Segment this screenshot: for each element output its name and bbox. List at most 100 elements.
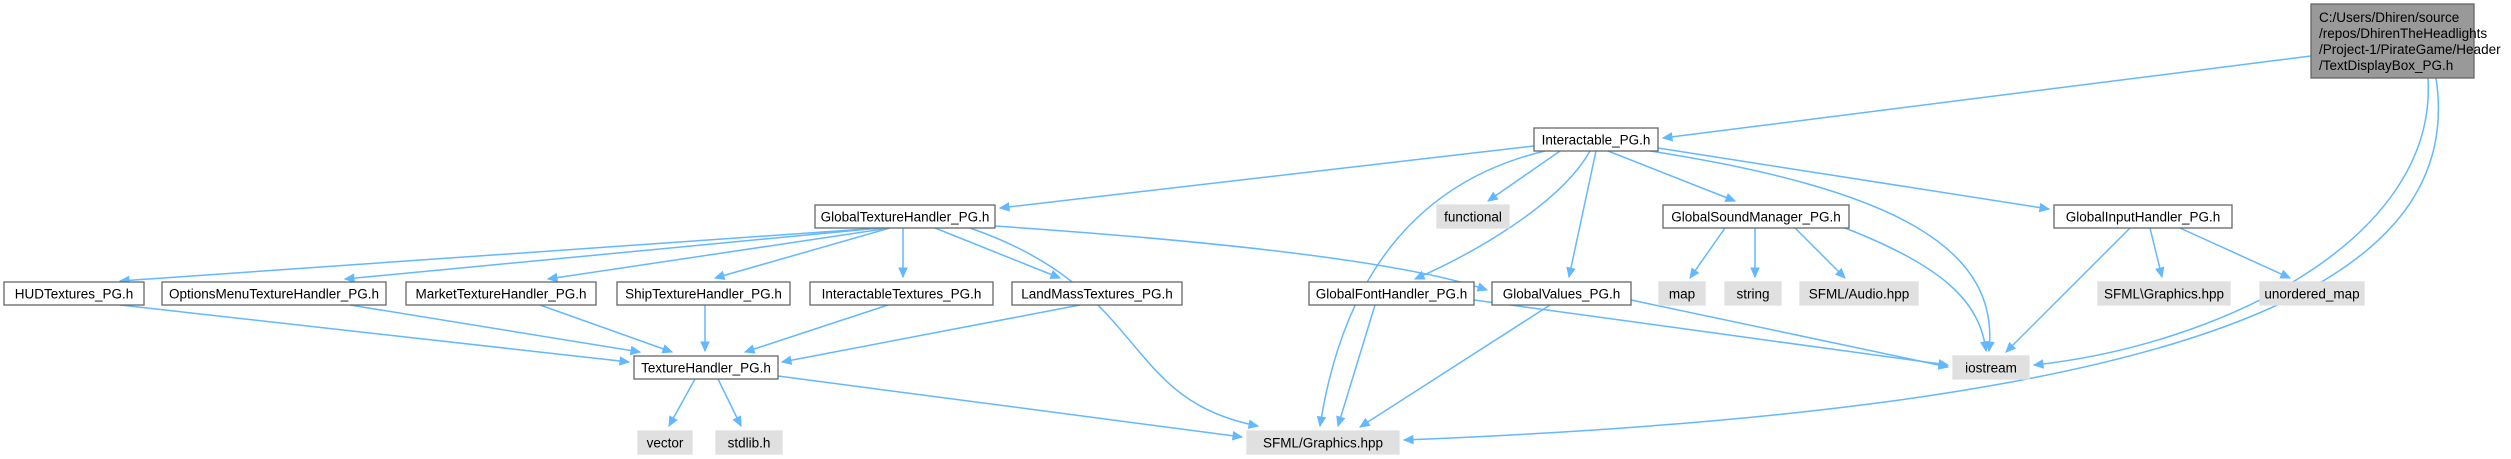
node-globalfont[interactable]: GlobalFontHandler_PG.h	[1308, 281, 1475, 306]
edge-interactable-to-globaltexture	[998, 145, 1535, 212]
node-box	[715, 430, 783, 455]
edge-globalsound-to-sfmlaudio	[1794, 227, 1846, 279]
node-box	[1491, 281, 1632, 306]
edge-arrowhead	[1834, 267, 1846, 279]
edge-globalsound-to-iostream	[1844, 227, 1990, 353]
edge-arrowhead	[2155, 266, 2165, 279]
node-string: string	[1724, 281, 1782, 306]
node-stdlib: stdlib.h	[715, 430, 783, 455]
node-label: SFML\Graphics.hpp	[2104, 287, 2224, 302]
edge-line	[969, 227, 1259, 427]
node-optionsmenu[interactable]: OptionsMenuTextureHandler_PG.h	[161, 281, 387, 306]
edge-line	[119, 304, 630, 363]
edge-interactable-to-globalsound	[1607, 150, 1737, 202]
node-globalvalues[interactable]: GlobalValues_PG.h	[1491, 281, 1632, 306]
node-label: GlobalTextureHandler_PG.h	[821, 210, 990, 225]
edge-arrowhead	[743, 344, 756, 354]
edge-line	[714, 227, 891, 279]
edge-globaltexture-to-hudtextures	[118, 227, 881, 286]
edge-line	[1414, 150, 1591, 280]
node-box	[1436, 204, 1510, 229]
node-label: ShipTextureHandler_PG.h	[625, 287, 782, 302]
node-box	[1952, 355, 2030, 380]
edge-landmass-to-texturehandler	[780, 304, 1081, 365]
edge-root-to-iostream	[2032, 77, 2429, 369]
edge-line	[1403, 77, 2440, 441]
edge-arrowhead	[700, 341, 710, 353]
edge-hudtextures-to-texturehandler	[119, 304, 631, 366]
edge-arrowhead	[1402, 434, 1414, 445]
node-box	[405, 281, 597, 306]
edge-line	[999, 145, 1535, 209]
edge-interactable-to-sfmlgraphics	[1316, 150, 1546, 428]
node-box	[1724, 281, 1782, 306]
node-label: SFML/Audio.hpp	[1809, 287, 1910, 302]
edge-globaltexture-to-optionsmenu	[343, 227, 881, 283]
node-globaltexture[interactable]: GlobalTextureHandler_PG.h	[814, 204, 996, 229]
node-iostream: iostream	[1952, 355, 2030, 380]
edge-interactable-to-iostream	[1649, 150, 1995, 353]
node-label: GlobalValues_PG.h	[1503, 287, 1621, 302]
node-label: /Project-1/PirateGame/Header	[2319, 42, 2501, 57]
node-globalsound[interactable]: GlobalSoundManager_PG.h	[1662, 204, 1850, 229]
edge-line	[1568, 150, 1597, 278]
edge-arrowhead	[2005, 341, 2017, 353]
node-map: map	[1658, 281, 1706, 306]
edge-line	[1662, 55, 2312, 139]
node-box	[809, 281, 994, 306]
edge-arrowhead	[1358, 417, 1371, 428]
edge-arrowhead	[2279, 269, 2292, 279]
edge-globalinput-to-unorderedmap	[2179, 227, 2292, 279]
edge-arrowhead	[343, 273, 355, 283]
node-vector: vector	[637, 430, 693, 455]
node-root[interactable]: C:/Users/Dhiren/source/repos/DhirenTheHe…	[2310, 3, 2501, 79]
edge-shiptexture-to-texturehandler	[700, 305, 710, 353]
edge-globaltexture-to-interactabletextures	[898, 228, 908, 279]
edge-line	[1487, 150, 1561, 202]
node-interactabletextures[interactable]: InteractableTextures_PG.h	[809, 281, 994, 306]
edge-globaltexture-to-markettexture	[546, 227, 891, 283]
edge-root-to-interactable	[1661, 55, 2312, 142]
node-hudtextures[interactable]: HUDTextures_PG.h	[3, 281, 145, 306]
node-texturehandler[interactable]: TextureHandler_PG.h	[633, 355, 779, 380]
edge-line	[2005, 227, 2131, 353]
node-label: C:/Users/Dhiren/source	[2319, 10, 2459, 25]
edge-line	[1359, 304, 1551, 428]
edge-arrowhead	[1049, 270, 1062, 279]
edge-line	[1689, 227, 1726, 279]
node-label: /TextDisplayBox_PG.h	[2319, 58, 2453, 73]
edge-arrowhead	[732, 415, 742, 428]
node-label: HUDTextures_PG.h	[15, 287, 134, 302]
edge-line	[1337, 304, 1376, 427]
node-box	[1662, 204, 1850, 229]
edge-interactabletextures-to-texturehandler	[743, 304, 889, 354]
node-interactable[interactable]: Interactable_PG.h	[1533, 127, 1659, 152]
edge-globalsound-to-map	[1689, 227, 1726, 280]
edge-arrowhead	[1231, 431, 1244, 441]
node-label: GlobalSoundManager_PG.h	[1671, 210, 1841, 225]
node-globalinput[interactable]: GlobalInputHandler_PG.h	[2053, 204, 2233, 229]
node-markettexture[interactable]: MarketTextureHandler_PG.h	[405, 281, 597, 306]
edge-line	[994, 225, 1488, 291]
edge-arrowhead	[713, 270, 726, 280]
edge-line	[2033, 77, 2429, 366]
edge-line	[119, 227, 881, 282]
edge-texturehandler-to-stdlib	[717, 378, 742, 428]
edge-arrowhead	[619, 356, 631, 366]
node-sfmlgraphicsback: SFML\Graphics.hpp	[2097, 281, 2231, 306]
node-label: string	[1736, 287, 1769, 302]
node-sfmlaudio: SFML/Audio.hpp	[1799, 281, 1919, 306]
node-shiptexture[interactable]: ShipTextureHandler_PG.h	[616, 281, 791, 306]
edge-texturehandler-to-vector	[668, 378, 696, 428]
node-label: /repos/DhirenTheHeadlights	[2319, 26, 2487, 41]
node-box	[1799, 281, 1919, 306]
node-box	[814, 204, 996, 229]
edge-line	[1844, 227, 1987, 352]
edge-arrowhead	[1661, 132, 1674, 142]
node-box	[3, 281, 145, 306]
edge-line	[1649, 150, 1991, 352]
node-landmass[interactable]: LandMassTextures_PG.h	[1011, 281, 1183, 306]
edge-line	[1630, 299, 1949, 368]
edge-interactable-to-globalinput	[1657, 147, 2051, 213]
